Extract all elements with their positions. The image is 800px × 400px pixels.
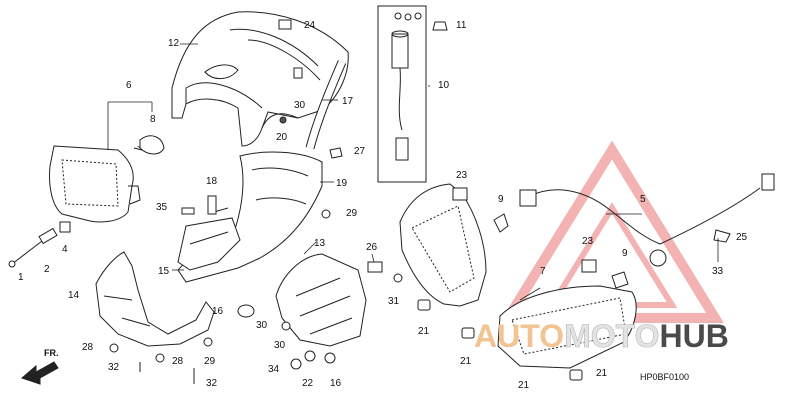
socket-8-part <box>133 135 165 155</box>
bolt-29-lower-part <box>203 337 213 347</box>
clip-30-part <box>293 67 303 79</box>
callout-22: 22 <box>302 378 314 389</box>
callout-21-b: 21 <box>460 356 472 367</box>
bolt-28-right-part <box>155 353 165 363</box>
nut-31-part <box>393 273 403 283</box>
inner-bracket-part <box>275 253 367 347</box>
callout-6: 6 <box>126 80 132 91</box>
callout-26: 26 <box>366 242 378 253</box>
front-direction-arrow <box>21 361 59 385</box>
callout-1: 1 <box>18 272 24 283</box>
callout-16-lower: 16 <box>330 378 342 389</box>
nut-23-lower-part <box>581 259 597 273</box>
callout-23: 23 <box>456 170 468 181</box>
callout-11: 11 <box>456 20 467 31</box>
callout-32: 32 <box>108 362 120 373</box>
callout-29: 29 <box>346 208 358 219</box>
bolt-28-part <box>109 343 119 353</box>
bracket-24-part <box>278 19 292 30</box>
bolt-26-part <box>367 261 383 273</box>
callout-23-lower: 23 <box>582 236 594 247</box>
callout-33: 33 <box>712 266 724 277</box>
nut-4-part <box>59 221 71 233</box>
callout-17: 17 <box>342 96 354 107</box>
callout-25: 25 <box>736 232 748 243</box>
socket-9-lower-part <box>611 271 629 289</box>
watermark-part-hub: HUB <box>659 318 729 354</box>
callout-30-lower: 30 <box>274 340 286 351</box>
right-headlight-part <box>399 183 487 307</box>
grommet-21-lower-part <box>461 327 475 339</box>
socket-9-part <box>493 213 509 233</box>
callout-32-lower: 32 <box>206 378 218 389</box>
lower-cover-part <box>95 251 215 347</box>
callout-9-lower: 9 <box>622 248 628 259</box>
clip-25-part <box>713 229 731 243</box>
callout-27: 27 <box>354 146 366 157</box>
nut-22-part <box>304 350 316 362</box>
callout-15: 15 <box>158 266 170 277</box>
watermark-part-moto: MOTO <box>564 318 660 355</box>
callout-30: 30 <box>294 100 306 111</box>
clip-11-part <box>432 21 448 31</box>
callout-9: 9 <box>498 194 504 205</box>
callout-5: 5 <box>640 194 646 205</box>
callout-10: 10 <box>438 80 450 91</box>
diagram-code: HP0BF0100 <box>640 372 690 382</box>
callout-29-lower: 29 <box>204 356 216 367</box>
upper-cowl-part <box>171 11 349 147</box>
callout-7: 7 <box>540 266 546 277</box>
clip-27-part <box>329 147 343 159</box>
nut-20-part <box>279 116 287 124</box>
callout-21-d: 21 <box>596 368 608 379</box>
watermark-part-auto: AUTO <box>474 318 565 354</box>
callout-31: 31 <box>388 296 400 307</box>
bolt-18-part <box>207 195 217 215</box>
grommet-30-part <box>281 321 291 331</box>
bracket-15-part <box>177 217 241 271</box>
grommet-16-lower-part <box>324 352 336 364</box>
callout-8: 8 <box>150 114 156 125</box>
collar-2-part <box>38 227 58 245</box>
callout-14: 14 <box>68 290 80 301</box>
bottom-headlight-part <box>497 285 637 369</box>
callout-19: 19 <box>336 178 348 189</box>
callout-2: 2 <box>44 264 50 275</box>
bolt-35-part <box>181 207 195 215</box>
callout-16: 16 <box>212 306 224 317</box>
bolt-29-upper-part <box>321 209 331 219</box>
callout-13: 13 <box>314 238 326 249</box>
callout-28-right: 28 <box>172 356 184 367</box>
hose-part <box>305 60 347 150</box>
front-direction-label: FR. <box>44 348 59 358</box>
watermark-text: AUTOMOTOHUB <box>474 318 729 355</box>
nut-34-part <box>290 358 302 370</box>
bulb-9-part <box>649 249 667 267</box>
nut-23-part <box>452 187 468 201</box>
harness-part <box>519 173 775 245</box>
grommet-21-part <box>417 299 431 311</box>
callout-24: 24 <box>304 20 316 31</box>
left-headlight-part <box>49 145 141 223</box>
screw-1-part <box>8 237 47 268</box>
callout-12: 12 <box>168 38 180 49</box>
callout-21-a: 21 <box>418 326 430 337</box>
callout-18: 18 <box>206 176 218 187</box>
leader-lines <box>107 43 719 301</box>
callout-30-mid: 30 <box>256 320 268 331</box>
wire-harness-part <box>377 5 427 183</box>
callout-34: 34 <box>268 364 280 375</box>
callout-21-c: 21 <box>518 380 530 391</box>
grommet-21-bottom-part <box>569 369 583 381</box>
callout-20: 20 <box>276 132 288 143</box>
callout-28: 28 <box>82 342 94 353</box>
callout-4: 4 <box>62 244 68 255</box>
callout-35: 35 <box>156 202 168 213</box>
grommet-16-part <box>237 304 255 318</box>
